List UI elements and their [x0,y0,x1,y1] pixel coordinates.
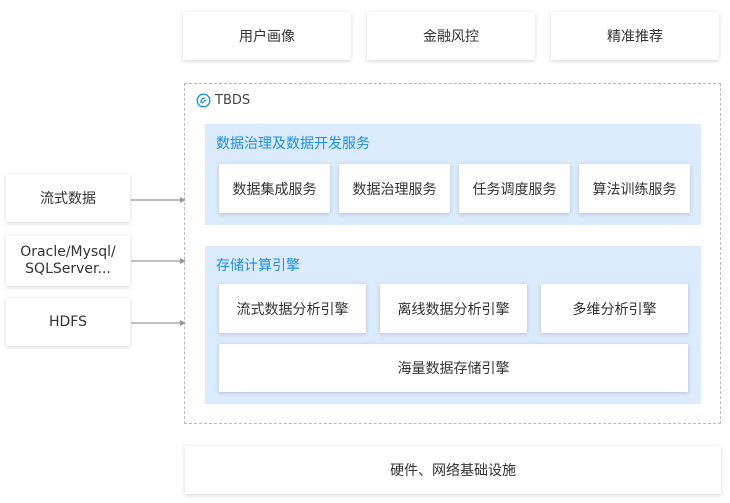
engine-olap-analysis: 多维分析引擎 [541,284,688,333]
service-data-integration-label: 数据集成服务 [232,181,317,198]
arrow-hdfs-head [180,320,186,326]
source-hdfs-label: HDFS [48,314,87,330]
app-financial-risk-label: 金融风控 [423,29,479,45]
app-user-profile-label: 用户画像 [239,29,295,45]
service-data-integration: 数据集成服务 [219,164,330,213]
tbds-platform-container [184,83,721,424]
tbds-brand-label: TBDS [215,93,251,108]
source-relational-db-line1: Oracle/Mysql/ [20,244,116,260]
infrastructure-layer: 硬件、网络基础设施 [185,446,721,494]
engine-stream-analysis-label: 流式数据分析引擎 [236,301,349,318]
arrow-stream-head [180,197,186,203]
service-algorithm-training-label: 算法训练服务 [592,181,677,198]
engine-stream-analysis: 流式数据分析引擎 [219,284,366,333]
source-stream-data-label: 流式数据 [40,191,96,207]
source-relational-db: Oracle/Mysql/ SQLServer... [6,236,130,286]
engine-offline-analysis-label: 离线数据分析引擎 [397,301,510,318]
tbds-brand: TBDS [196,93,250,108]
infrastructure-label: 硬件、网络基础设施 [390,463,516,479]
service-data-governance-label: 数据治理服务 [352,181,437,198]
engine-mass-storage-label: 海量数据存储引擎 [397,361,510,377]
app-precision-recommend: 精准推荐 [551,12,719,60]
engine-olap-analysis-label: 多维分析引擎 [572,301,657,318]
tbds-logo-icon [196,93,211,108]
arrow-db-head [180,258,186,264]
engine-mass-storage: 海量数据存储引擎 [219,344,688,392]
storage-compute-title: 存储计算引擎 [216,258,300,274]
source-relational-db-line2: SQLServer... [25,261,111,277]
service-data-governance: 数据治理服务 [339,164,450,213]
app-financial-risk: 金融风控 [367,12,535,60]
engine-offline-analysis: 离线数据分析引擎 [380,284,527,333]
source-hdfs: HDFS [6,298,130,346]
app-precision-recommend-label: 精准推荐 [607,29,663,45]
service-algorithm-training: 算法训练服务 [579,164,690,213]
app-user-profile: 用户画像 [183,12,351,60]
source-stream-data: 流式数据 [6,174,130,222]
service-task-scheduling-label: 任务调度服务 [472,181,557,198]
dev-services-title: 数据治理及数据开发服务 [216,136,370,152]
service-task-scheduling: 任务调度服务 [459,164,570,213]
